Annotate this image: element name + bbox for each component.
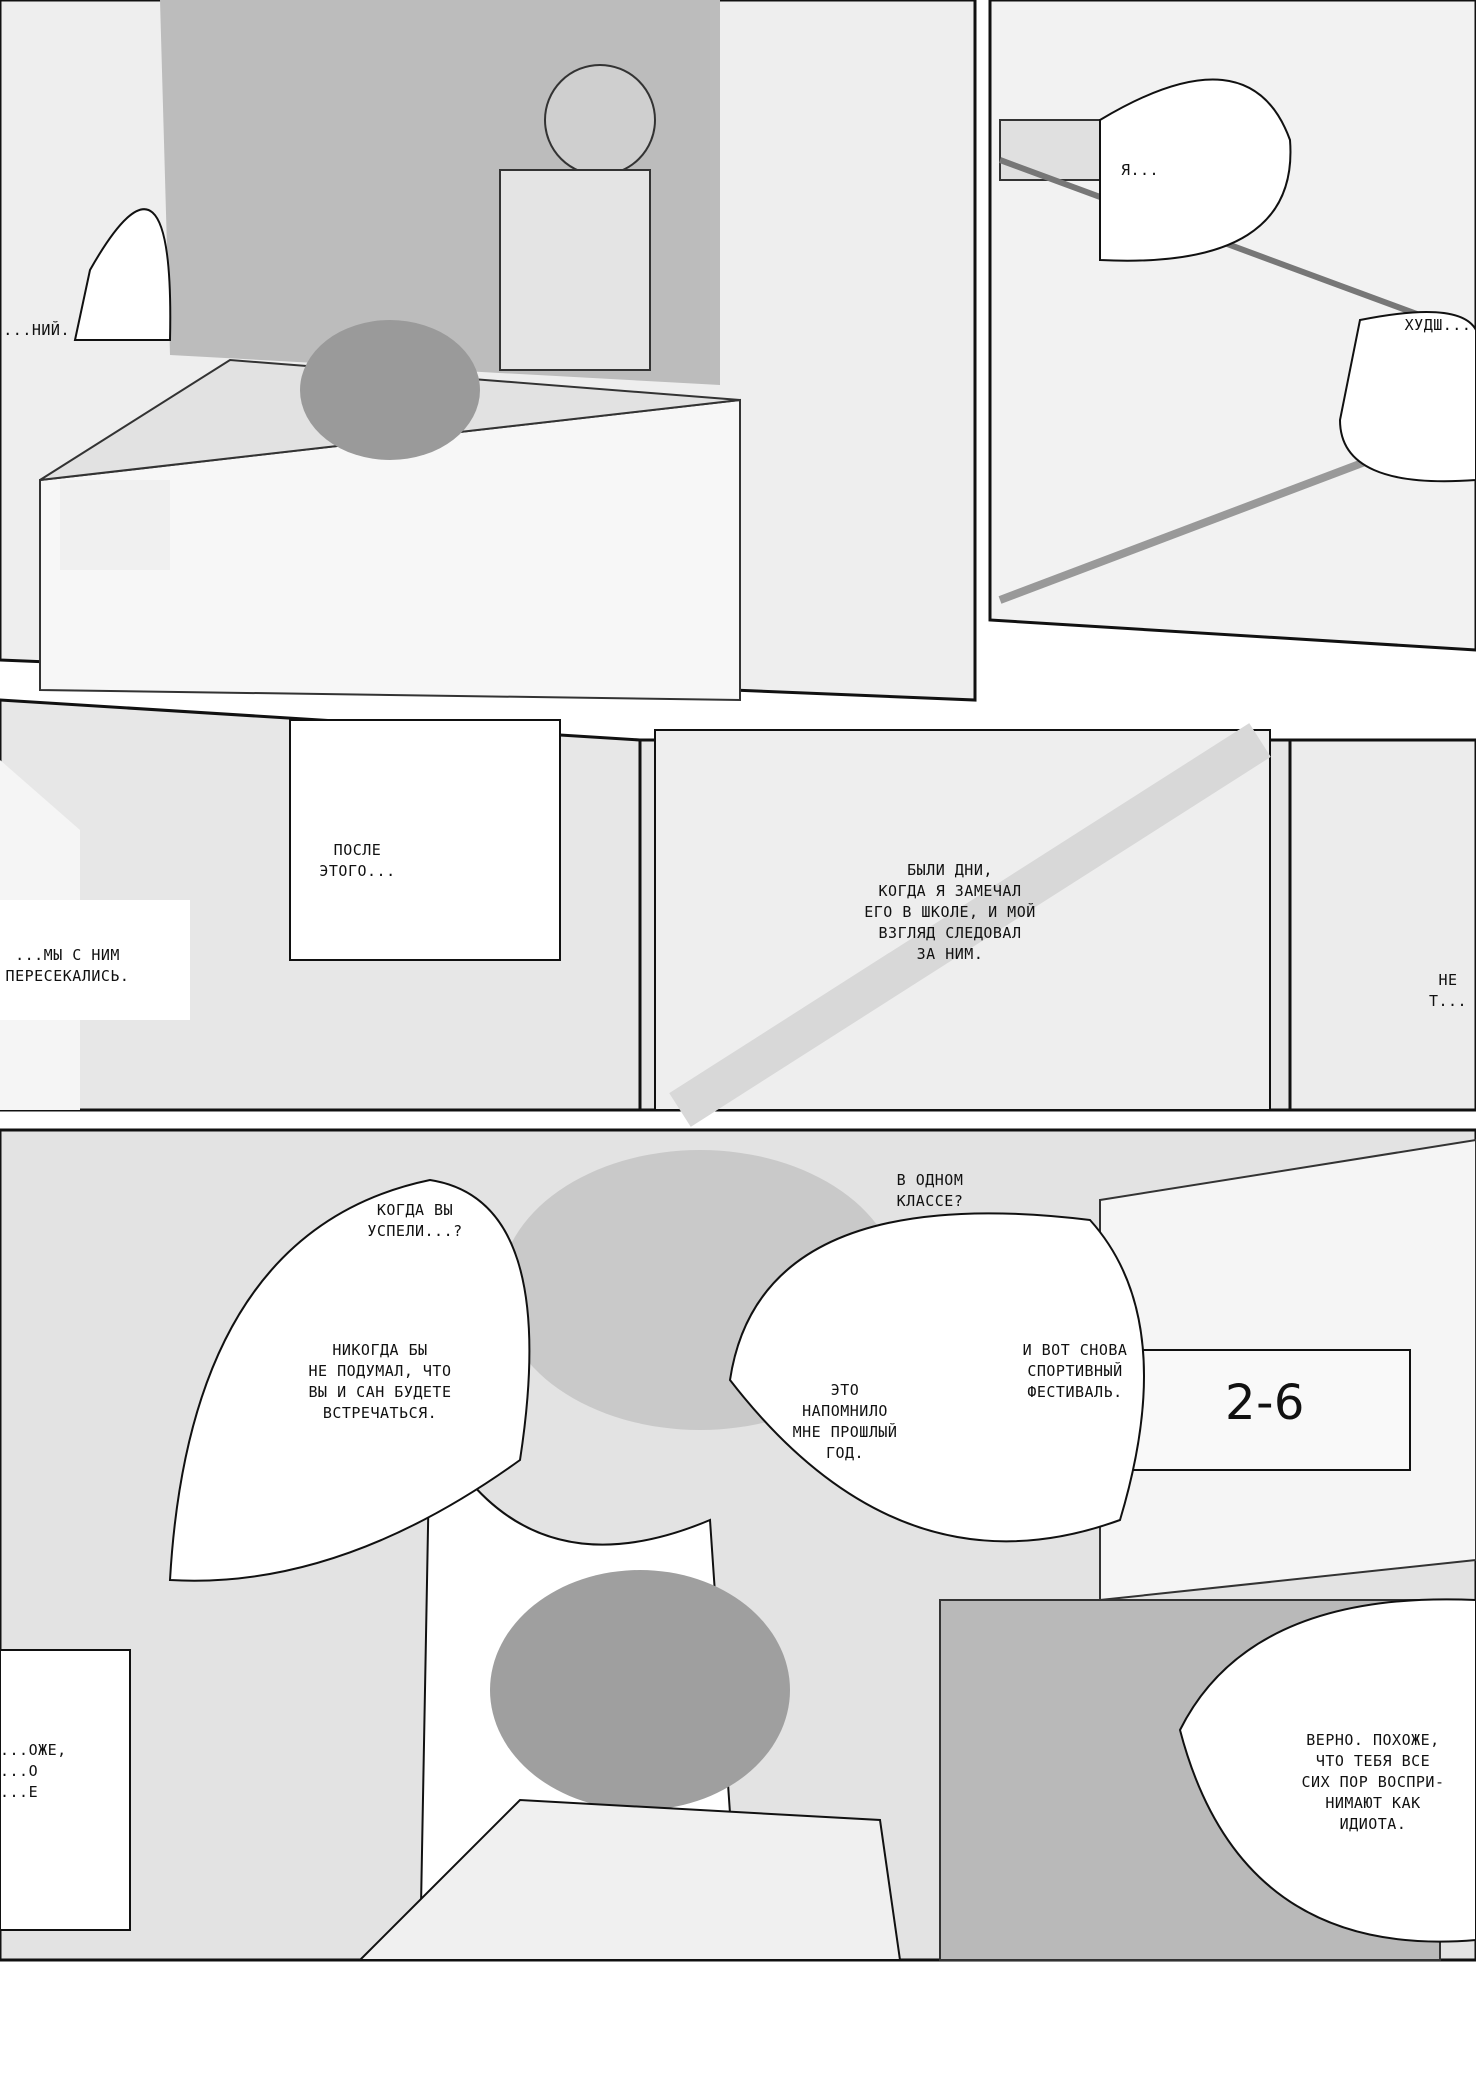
panel-middle-center	[638, 723, 1302, 1127]
speech-ne-t: НЕ Т...	[1428, 971, 1468, 1010]
panel-top-right	[988, 0, 1476, 652]
speech-nikogda-by: НИКОГДА БЫ НЕ ПОДУМАЛ, ЧТО ВЫ И САН БУДЕ…	[308, 1341, 452, 1422]
speech-khudsh: ХУДШ...	[1404, 316, 1472, 334]
speech-kogda-vy: КОГДА ВЫ УСПЕЛИ...?	[367, 1201, 463, 1240]
speech-verno: ВЕРНО. ПОХОЖЕ, ЧТО ТЕБЯ ВСЕ СИХ ПОР ВОСП…	[1301, 1731, 1445, 1833]
speech-ya: Я...	[1120, 161, 1160, 179]
classroom-sign-label: 2-6	[1225, 1375, 1305, 1431]
speech-posle-etogo: ПОСЛЕ ЭТОГО...	[319, 841, 396, 880]
panel-bottom	[0, 1128, 1476, 1962]
panel-middle-right	[1288, 738, 1476, 1112]
speech-nii: ...НИЙ.	[3, 321, 70, 339]
speech-v-odnom-klasse: В ОДНОМ КЛАССЕ?	[896, 1171, 964, 1210]
speech-i-vot-snova: И ВОТ СНОВА СПОРТИВНЫЙ ФЕСТИВАЛЬ.	[1022, 1341, 1128, 1401]
panel-middle-left	[0, 698, 642, 1112]
speech-eto-napomnilo: ЭТО НАПОМНИЛО МНЕ ПРОШЛЫЙ ГОД.	[792, 1381, 898, 1462]
panel-top-left	[0, 0, 977, 702]
speech-my-s-nim: ...МЫ С НИМ ПЕРЕСЕКАЛИСЬ.	[5, 946, 130, 985]
speech-byli-dni: БЫЛИ ДНИ, КОГДА Я ЗАМЕЧАЛ ЕГО В ШКОЛЕ, И…	[864, 861, 1036, 963]
speech-partial-left: ...ОЖЕ, ...О ...Е	[0, 1741, 67, 1801]
